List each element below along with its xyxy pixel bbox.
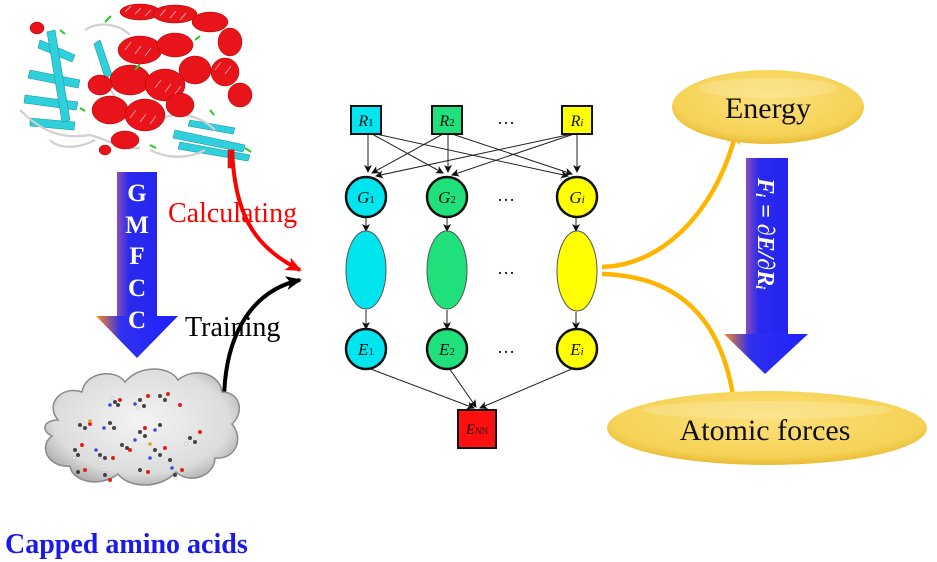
force-formula: Fᵢ = ∂E/∂Rᵢ bbox=[752, 177, 778, 290]
forces-output: Atomic forces bbox=[607, 391, 927, 465]
svg-text:G1: G1 bbox=[357, 188, 375, 207]
r2-base: R bbox=[438, 113, 449, 130]
svg-text:Ri: Ri bbox=[570, 113, 584, 130]
edge-ri-g2 bbox=[451, 133, 575, 177]
enn-sub: NN bbox=[475, 426, 488, 436]
input-node-ri: Ri bbox=[561, 105, 593, 135]
edge-e1-enn bbox=[367, 367, 475, 410]
output-node-enn: ENN bbox=[457, 409, 497, 449]
svg-text:E2: E2 bbox=[438, 340, 455, 359]
output-node-enn-box bbox=[457, 409, 497, 449]
subnetwork-ellipsis: … bbox=[497, 258, 515, 278]
capped-amino-acids-label: Capped amino acids bbox=[5, 529, 248, 560]
edge-r2-g1 bbox=[371, 133, 444, 174]
gmfcc-letter-c1: C bbox=[128, 275, 146, 302]
r2-sub: 2 bbox=[449, 117, 455, 129]
edge-r2-gi bbox=[451, 133, 573, 176]
subnetwork-1 bbox=[345, 230, 387, 310]
beta-sheets bbox=[23, 29, 251, 162]
gmfcc-letter-c2: C bbox=[128, 307, 146, 334]
energy-label: Energy bbox=[725, 92, 811, 125]
g1-base: G bbox=[357, 188, 369, 207]
e2-base: E bbox=[438, 340, 450, 359]
descriptor-node-g2-circle bbox=[425, 175, 469, 219]
training-arrow bbox=[222, 276, 302, 401]
g2-base: G bbox=[438, 188, 450, 207]
arrow-to-forces bbox=[601, 271, 741, 412]
r1-sub: 1 bbox=[368, 117, 374, 129]
svg-text:G2: G2 bbox=[438, 188, 456, 207]
network-connections bbox=[362, 133, 581, 410]
e2-sub: 2 bbox=[449, 346, 455, 358]
input-node-r2-box bbox=[431, 105, 463, 135]
descriptor-node-gi-circle bbox=[555, 175, 599, 219]
e1-sub: 1 bbox=[368, 346, 374, 358]
descriptor-node-g2: G2 bbox=[425, 175, 469, 219]
edge-e2-enn bbox=[448, 367, 477, 408]
calculating-label: Calculating bbox=[168, 198, 297, 229]
descriptor-ellipsis: … bbox=[497, 185, 515, 205]
forces-label: Atomic forces bbox=[680, 414, 851, 447]
energy-node-ei-circle bbox=[555, 327, 599, 371]
forces-ellipse bbox=[607, 391, 927, 465]
gmfcc-letter-f: F bbox=[129, 243, 144, 270]
svg-text:R1: R1 bbox=[357, 113, 373, 130]
input-node-r1: R1 bbox=[350, 105, 382, 135]
calculating-arrow bbox=[230, 149, 302, 272]
edge-ei-enn bbox=[479, 367, 575, 409]
g1-sub: 1 bbox=[369, 194, 375, 206]
subnetwork-2 bbox=[426, 230, 468, 310]
energy-node-e1-circle bbox=[344, 327, 388, 371]
alpha-helices bbox=[29, 3, 253, 169]
output-arrows bbox=[601, 130, 741, 412]
svg-text:Ei: Ei bbox=[569, 340, 583, 359]
ei-sub: i bbox=[581, 346, 584, 358]
g2-sub: 2 bbox=[450, 194, 456, 206]
helix-stripes bbox=[124, 5, 232, 125]
descriptor-node-gi: Gi bbox=[555, 175, 599, 219]
ei-base: E bbox=[569, 340, 581, 359]
ri-base: R bbox=[570, 113, 581, 130]
energy-output: Energy bbox=[672, 70, 864, 144]
force-formula-arrow: Fᵢ = ∂E/∂Rᵢ bbox=[724, 158, 808, 374]
subnetwork-i bbox=[556, 230, 598, 312]
r1-base: R bbox=[357, 113, 368, 130]
gi-sub: i bbox=[582, 194, 585, 206]
input-ellipsis: … bbox=[497, 108, 515, 128]
gmfcc-letter-g: G bbox=[127, 180, 146, 207]
svg-text:E1: E1 bbox=[357, 340, 374, 359]
descriptor-node-g1-circle bbox=[344, 175, 388, 219]
turns bbox=[59, 15, 252, 153]
energy-ellipsis: … bbox=[497, 337, 515, 357]
gmfcc-letter-m: M bbox=[125, 212, 149, 239]
svg-text:Gi: Gi bbox=[569, 188, 584, 207]
input-node-r2: R2 bbox=[431, 105, 463, 135]
input-node-r1-box bbox=[350, 105, 382, 135]
training-label: Training bbox=[185, 312, 280, 343]
svg-text:R2: R2 bbox=[438, 113, 454, 130]
gmfcc-arrow: G M F C C bbox=[96, 172, 178, 358]
protein-structure-image bbox=[19, 3, 253, 169]
enn-base: E bbox=[465, 422, 475, 438]
energy-node-e1: E1 bbox=[344, 327, 388, 371]
gi-base: G bbox=[569, 188, 581, 207]
amino-acid-cloud bbox=[44, 368, 241, 486]
energy-node-e2-circle bbox=[425, 327, 469, 371]
energy-node-ei: Ei bbox=[555, 327, 599, 371]
ri-sub: i bbox=[580, 117, 583, 129]
energy-node-e2: E2 bbox=[425, 327, 469, 371]
arrow-to-energy bbox=[601, 130, 741, 270]
molecules bbox=[72, 392, 202, 482]
svg-text:ENN: ENN bbox=[465, 422, 489, 438]
input-node-ri-box bbox=[561, 105, 593, 135]
energy-ellipse bbox=[672, 70, 864, 144]
edge-ri-g1 bbox=[375, 133, 573, 179]
e1-base: E bbox=[357, 340, 369, 359]
descriptor-node-g1: G1 bbox=[344, 175, 388, 219]
